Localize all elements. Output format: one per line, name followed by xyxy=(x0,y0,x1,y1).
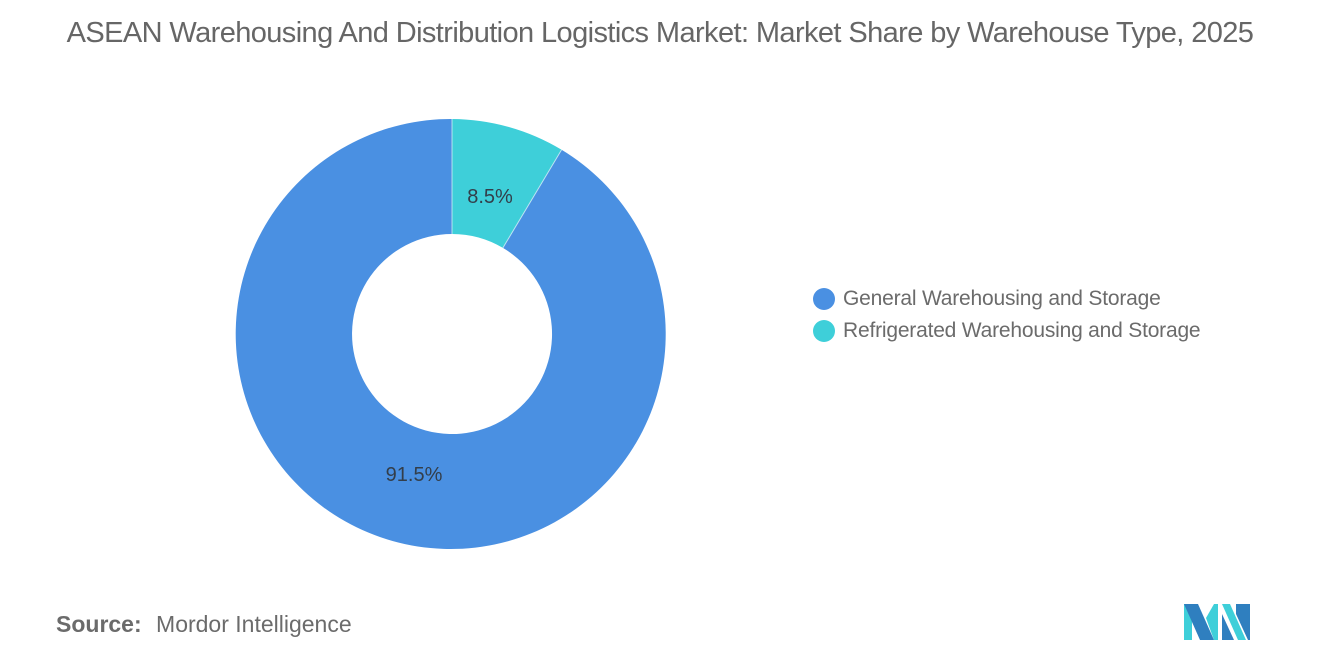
data-label-general: 91.5% xyxy=(386,464,443,486)
chart-legend: General Warehousing and Storage Refriger… xyxy=(813,283,1201,347)
source-note: Source: Mordor Intelligence xyxy=(56,611,352,638)
legend-swatch-circle-icon xyxy=(813,288,835,310)
legend-item-refrigerated[interactable]: Refrigerated Warehousing and Storage xyxy=(813,315,1201,347)
data-label-refrigerated: 8.5% xyxy=(467,186,513,208)
chart-title: ASEAN Warehousing And Distribution Logis… xyxy=(66,17,1254,49)
slice-refrigerated-warehousing[interactable] xyxy=(452,119,562,248)
source-label: Source: xyxy=(56,611,142,637)
slice-separator xyxy=(502,149,563,249)
legend-item-general[interactable]: General Warehousing and Storage xyxy=(813,283,1200,315)
source-value: Mordor Intelligence xyxy=(156,611,352,637)
mordor-intelligence-logo-icon xyxy=(1184,604,1250,640)
legend-label: Refrigerated Warehousing and Storage xyxy=(843,319,1201,342)
legend-swatch-circle-icon xyxy=(813,320,835,342)
slice-general-warehousing[interactable] xyxy=(235,118,666,549)
legend-label: General Warehousing and Storage xyxy=(843,287,1161,310)
